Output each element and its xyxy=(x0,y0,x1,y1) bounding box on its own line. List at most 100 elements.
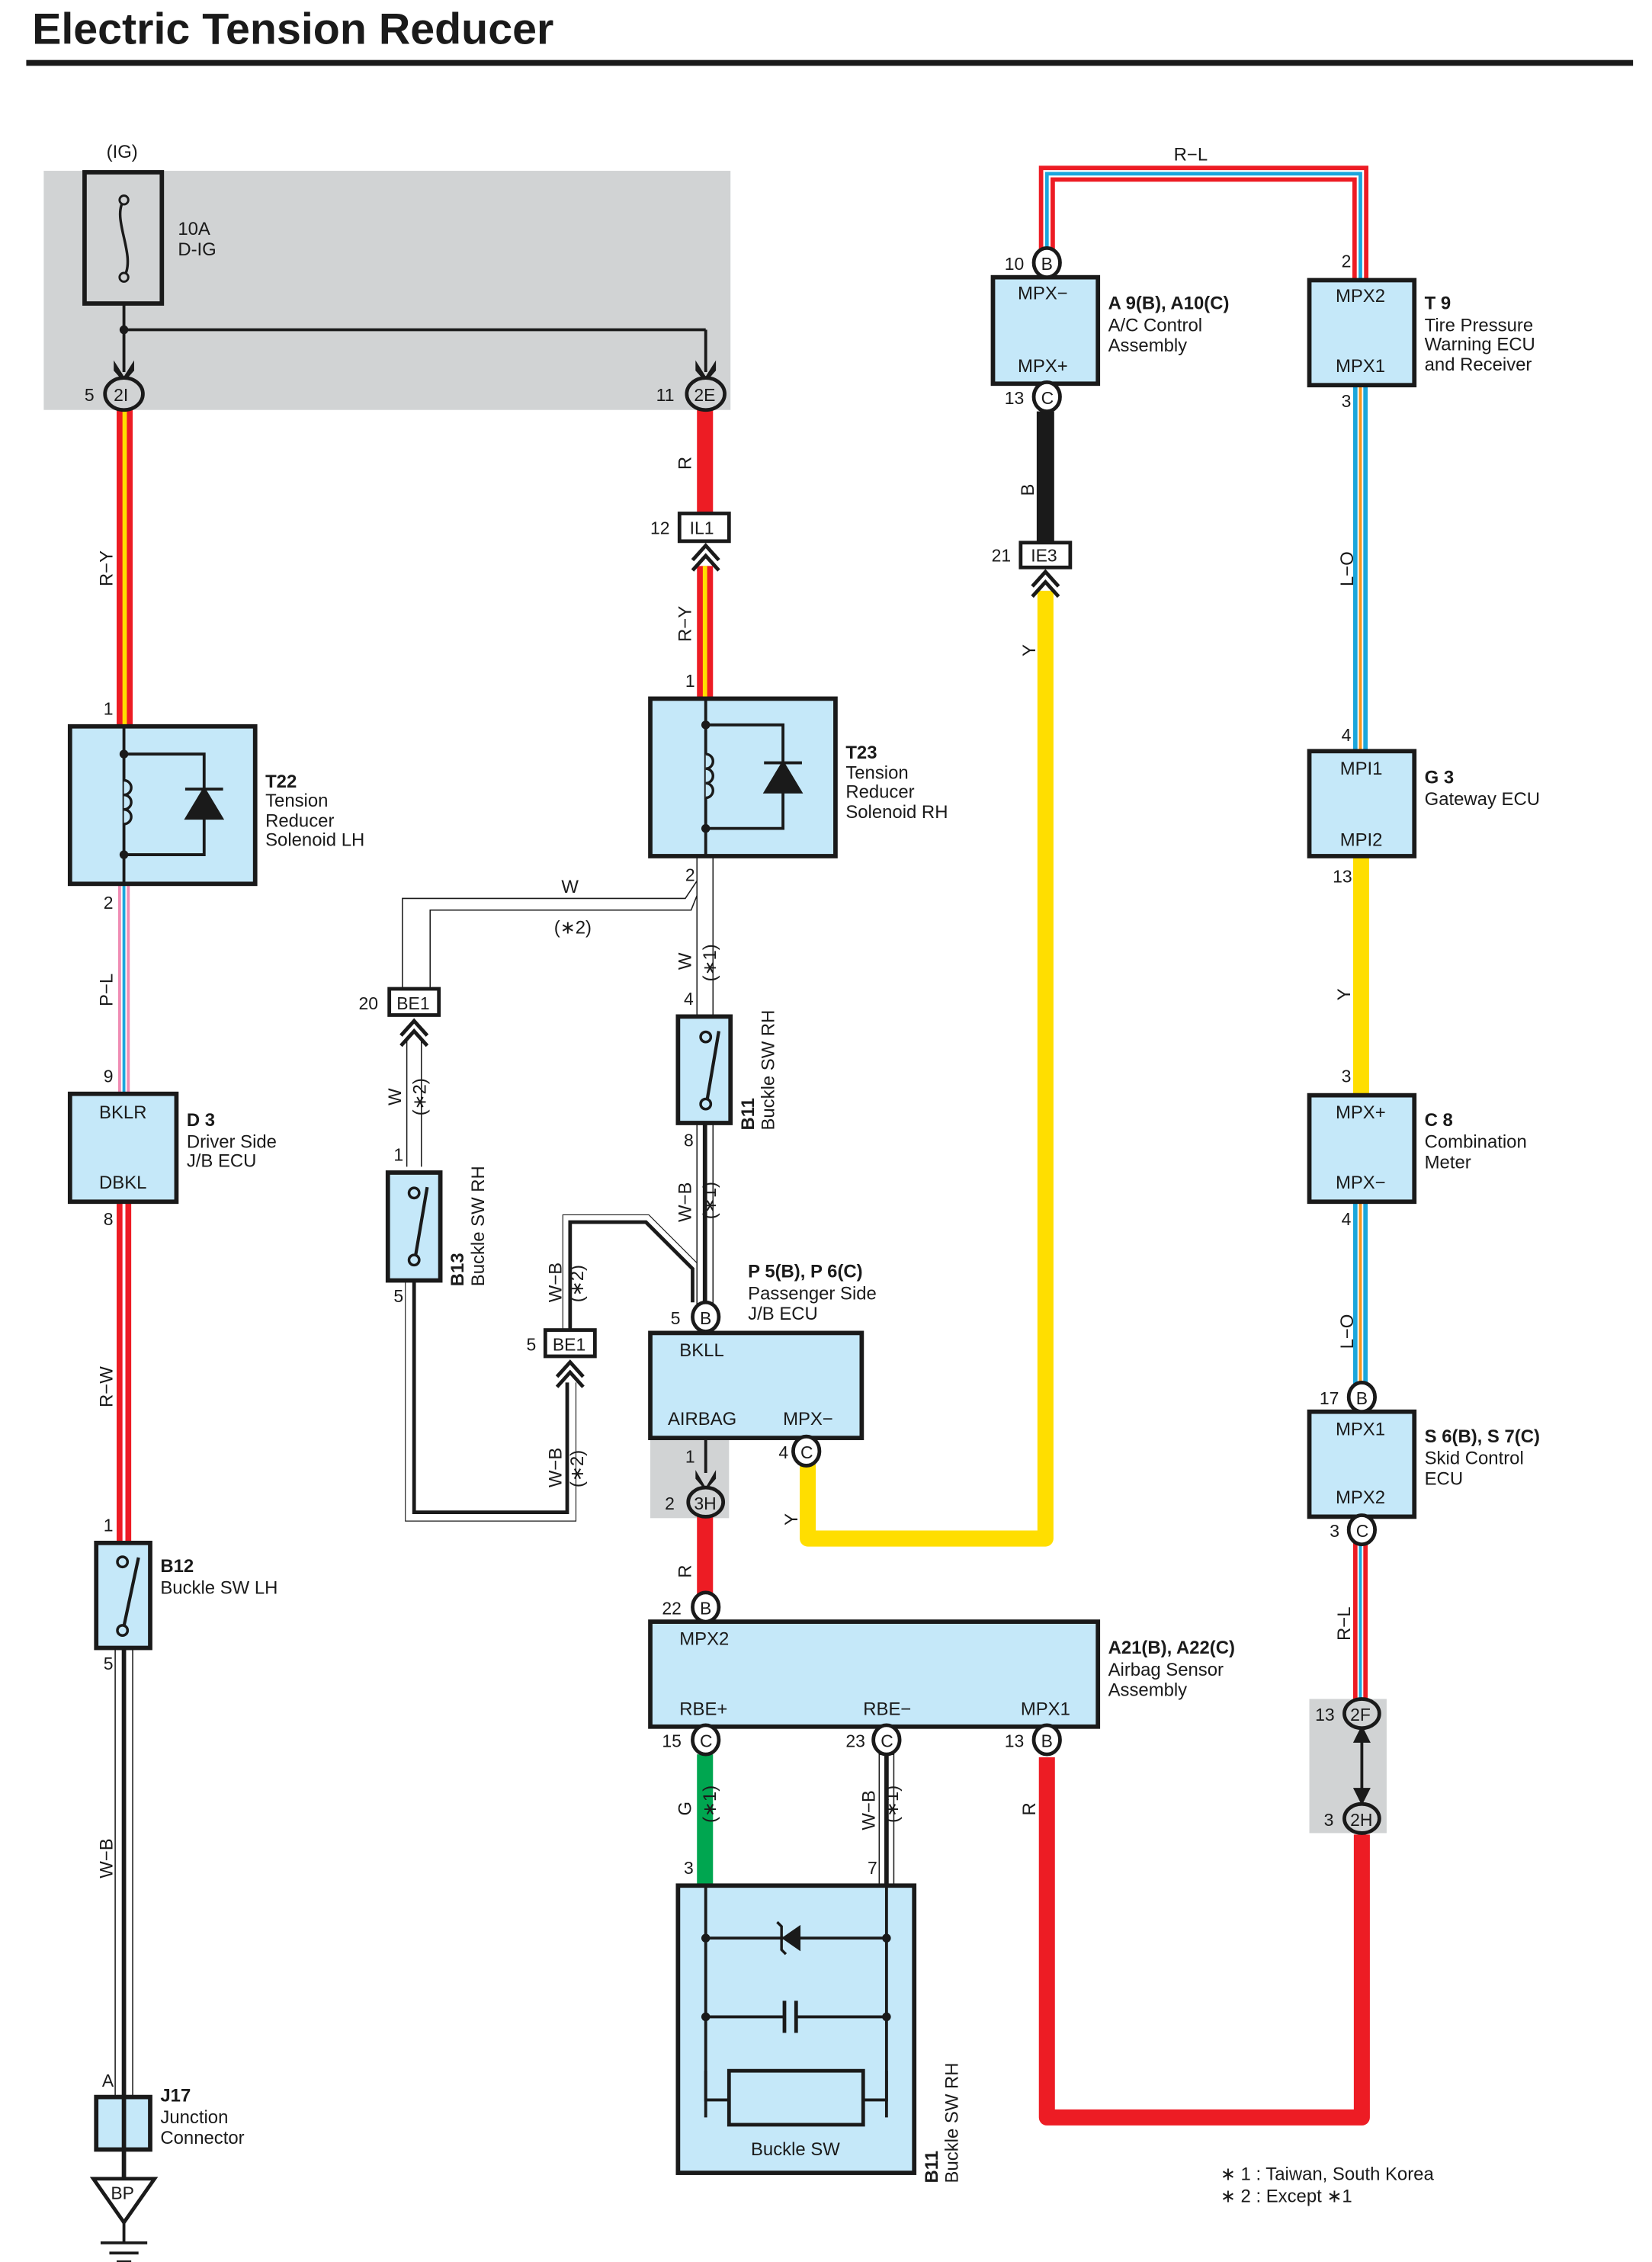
fuse-rating: 10A xyxy=(178,219,210,239)
wire-label: L−O xyxy=(1337,551,1358,586)
component-a9: MPX− MPX+ xyxy=(990,274,1101,387)
svg-text:C: C xyxy=(800,1442,813,1462)
component-code: B12 xyxy=(160,1556,194,1577)
footnote: ∗ 2 : Except ∗1 xyxy=(1221,2186,1352,2206)
component-name: ECU xyxy=(1425,1468,1463,1489)
wire-note: (∗2) xyxy=(409,1078,430,1115)
svg-text:B: B xyxy=(1356,1388,1368,1408)
connector-3h: 3H xyxy=(686,1485,726,1519)
wire-label: L−O xyxy=(1337,1314,1358,1349)
component-s6: MPX1 MPX2 xyxy=(1307,1409,1417,1519)
pin-number: 1 xyxy=(685,671,695,691)
pin-number: 5 xyxy=(104,1654,114,1673)
connector-a21-rbem: C xyxy=(871,1723,902,1757)
wire-r-t23 xyxy=(697,409,714,512)
pin-number: 3 xyxy=(1342,1066,1352,1086)
wire-label: R−W xyxy=(96,1366,117,1407)
diode-icon xyxy=(762,759,804,794)
pin-number: 3 xyxy=(1324,1810,1334,1830)
component-name: Tension xyxy=(265,791,328,811)
pin-number: 9 xyxy=(104,1066,114,1086)
pin-number: 20 xyxy=(359,993,379,1013)
pin-number: 4 xyxy=(778,1442,788,1462)
fuse xyxy=(82,170,165,306)
pin-number: 5 xyxy=(526,1334,536,1354)
pin-number: 2 xyxy=(685,865,695,884)
pin-number: 4 xyxy=(684,989,694,1009)
component-name: Reducer xyxy=(845,781,914,802)
svg-text:B: B xyxy=(1041,1731,1053,1751)
chevron-up-icon xyxy=(1031,569,1060,598)
component-code: S 6(B), S 7(C) xyxy=(1425,1426,1540,1447)
component-code: D 3 xyxy=(187,1110,215,1131)
wire-ry-left xyxy=(117,409,133,727)
wire-label: W−B xyxy=(96,1838,117,1878)
wire-note: (∗1) xyxy=(700,1786,720,1823)
pin-number: 13 xyxy=(1333,866,1352,886)
chevron-up-icon xyxy=(691,543,720,572)
wire-label: W xyxy=(561,877,579,897)
connector-p5-b: B xyxy=(691,1300,721,1333)
wire-wb-mid xyxy=(562,1214,701,1330)
connector-2i: 2I xyxy=(103,376,145,412)
wire-label: P−L xyxy=(96,974,117,1006)
pin-number: 22 xyxy=(662,1599,682,1619)
component-name: Meter xyxy=(1425,1152,1471,1173)
component-a21: MPX2 RBE+ RBE− MPX1 xyxy=(648,1619,1101,1729)
connector-a9-b: B xyxy=(1031,246,1062,280)
svg-text:MPI2: MPI2 xyxy=(1340,830,1383,851)
connector-be1-bottom: BE1 xyxy=(543,1328,597,1359)
ground-wire xyxy=(121,2149,127,2179)
connector-s6-c: C xyxy=(1346,1513,1377,1547)
pin-number: 1 xyxy=(685,1447,695,1467)
svg-text:B: B xyxy=(700,1308,711,1328)
wire-wb-left xyxy=(114,1648,133,2097)
svg-text:MPX2: MPX2 xyxy=(1336,286,1385,306)
component-name: Buckle SW LH xyxy=(160,1578,277,1599)
pin-number: 23 xyxy=(845,1731,865,1751)
wire-r-3h xyxy=(697,1516,714,1597)
svg-text:2I: 2I xyxy=(114,385,128,405)
page-title: Electric Tension Reducer xyxy=(32,5,553,54)
title-rule xyxy=(26,59,1634,66)
component-name: J/B ECU xyxy=(748,1304,818,1324)
wire-g-rbe xyxy=(697,1754,714,1886)
pin-number: 5 xyxy=(393,1286,403,1306)
pin-number: 17 xyxy=(1320,1388,1339,1408)
component-name: Reducer xyxy=(265,811,334,832)
component-name: Buckle SW RH xyxy=(468,1166,489,1286)
component-name: Solenoid RH xyxy=(845,802,948,823)
wire-lo-c8 xyxy=(1352,1202,1368,1389)
coil-icon xyxy=(123,778,133,826)
wire-wb-low xyxy=(405,1280,577,1522)
component-name: Skid Control xyxy=(1425,1449,1524,1469)
wire-rl-top xyxy=(1038,165,1368,281)
component-code: J17 xyxy=(160,2085,191,2106)
connector-arrow-icon xyxy=(695,1470,717,1490)
svg-text:BE1: BE1 xyxy=(396,993,429,1013)
component-name: Combination xyxy=(1425,1131,1527,1152)
component-name: Airbag Sensor xyxy=(1108,1660,1224,1680)
svg-text:IE3: IE3 xyxy=(1031,546,1057,566)
switch-icon xyxy=(122,1557,140,1627)
component-code: A21(B), A22(C) xyxy=(1108,1638,1235,1658)
svg-text:MPX1: MPX1 xyxy=(1336,356,1385,377)
pin-number: 3 xyxy=(1342,391,1352,411)
junction-block-area xyxy=(43,171,731,410)
component-t23 xyxy=(648,696,838,858)
pin-number: A xyxy=(102,2071,114,2090)
wire-note: (∗2) xyxy=(567,1265,588,1302)
component-name: Gateway ECU xyxy=(1425,789,1540,810)
svg-text:BKLL: BKLL xyxy=(679,1340,723,1361)
component-code: B11 xyxy=(738,1098,759,1131)
wire-label: B xyxy=(1018,484,1038,496)
component-name: Passenger Side xyxy=(748,1283,877,1304)
switch-icon xyxy=(414,1186,429,1256)
wire-w-b11 xyxy=(696,857,714,1017)
pin-number: 4 xyxy=(1342,725,1352,745)
component-name: Tire Pressure xyxy=(1425,315,1534,335)
wire-label: R−Y xyxy=(675,606,696,642)
arrow-down-icon xyxy=(1352,1788,1371,1806)
svg-text:MPX−: MPX− xyxy=(1336,1173,1386,1193)
connector-ie3: IE3 xyxy=(1018,541,1073,570)
